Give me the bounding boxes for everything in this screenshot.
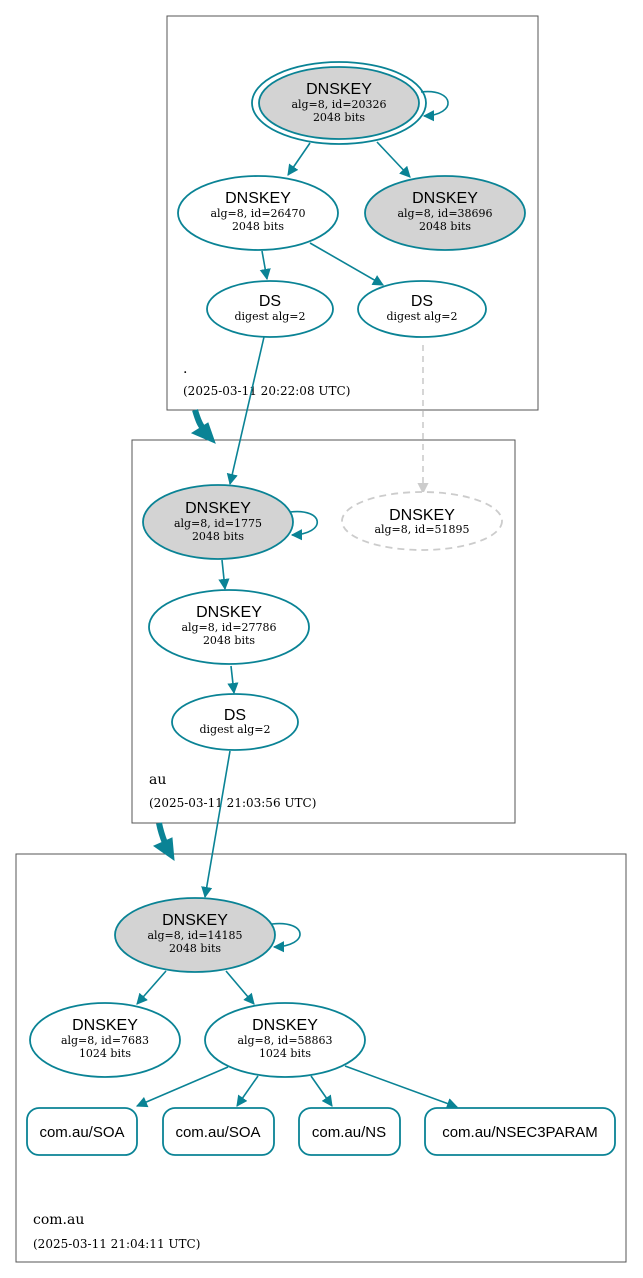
edge-comau-ksk-zsk2	[225, 970, 255, 1005]
rrset-soa-1-label: com.au/SOA	[39, 1124, 124, 1141]
zone-root-timestamp: (2025-03-11 20:22:08 UTC)	[183, 384, 350, 398]
node-comau-zsk1-title: DNSKEY	[72, 1017, 138, 1034]
zone-root-box	[166, 15, 539, 411]
node-comau-ksk[interactable]: DNSKEY alg=8, id=14185 2048 bits	[114, 897, 276, 973]
edge-comau-zsk2-ns	[310, 1075, 333, 1107]
edge-comau-ksk-self	[271, 922, 301, 953]
node-root-ksk-alg: alg=8, id=20326	[291, 98, 386, 111]
node-au-ds-digest: digest alg=2	[199, 723, 270, 736]
node-au-zsk-bits: 2048 bits	[203, 634, 255, 647]
rrset-soa-1[interactable]: com.au/SOA	[26, 1107, 138, 1156]
node-au-zsk-title: DNSKEY	[196, 604, 262, 621]
zone-au-name: au	[149, 772, 166, 788]
zone-root-name: .	[183, 361, 187, 377]
rrset-ns[interactable]: com.au/NS	[298, 1107, 401, 1156]
node-root-ksk[interactable]: DNSKEY alg=8, id=20326 2048 bits	[251, 61, 427, 145]
zone-au-box	[131, 439, 516, 824]
edge-root-ksk-k2	[376, 141, 411, 178]
node-comau-ksk-bits: 2048 bits	[169, 942, 221, 955]
node-comau-zsk2-alg: alg=8, id=58863	[237, 1034, 332, 1047]
zone-comau-box	[15, 853, 627, 1263]
edge-root-ksk-zsk	[287, 142, 311, 176]
rrset-soa-2[interactable]: com.au/SOA	[162, 1107, 275, 1156]
node-comau-zsk2-bits: 1024 bits	[259, 1047, 311, 1060]
zone-comau-name: com.au	[33, 1212, 84, 1228]
node-au-ksk-alg: alg=8, id=1775	[174, 517, 262, 530]
delegation-root-to-au	[190, 409, 216, 444]
node-comau-zsk1[interactable]: DNSKEY alg=8, id=7683 1024 bits	[29, 1002, 181, 1078]
edge-au-ksk-self	[289, 510, 319, 541]
edge-root-ksk-self	[420, 90, 449, 122]
node-root-zsk[interactable]: DNSKEY alg=8, id=26470 2048 bits	[177, 175, 339, 251]
node-au-zsk-alg: alg=8, id=27786	[181, 621, 276, 634]
node-root-zsk-alg: alg=8, id=26470	[210, 207, 305, 220]
node-root-zsk-bits: 2048 bits	[232, 220, 284, 233]
rrset-ns-label: com.au/NS	[312, 1124, 386, 1141]
node-root-zsk-title: DNSKEY	[225, 190, 291, 207]
node-au-missing-dnskey[interactable]: DNSKEY alg=8, id=51895	[341, 491, 503, 551]
node-root-k2[interactable]: DNSKEY alg=8, id=38696 2048 bits	[364, 175, 526, 251]
node-root-ksk-bits: 2048 bits	[313, 111, 365, 124]
node-au-missing-alg: alg=8, id=51895	[374, 523, 469, 536]
edges	[135, 90, 459, 1109]
node-root-ds1-digest: digest alg=2	[234, 310, 305, 323]
edge-comau-ksk-zsk1	[136, 970, 167, 1005]
node-root-ds2-title: DS	[411, 293, 433, 310]
edge-au-ksk-zsk	[218, 559, 230, 591]
node-comau-ksk-title: DNSKEY	[162, 912, 228, 929]
edge-comau-zsk2-nsec3param	[344, 1065, 459, 1109]
node-au-ksk-title: DNSKEY	[185, 500, 251, 517]
edge-comau-zsk2-soa2	[236, 1075, 259, 1107]
node-au-ds[interactable]: DS digest alg=2	[171, 693, 299, 751]
edge-au-zsk-ds	[227, 665, 239, 695]
rrset-soa-2-label: com.au/SOA	[175, 1124, 260, 1141]
node-comau-zsk2-title: DNSKEY	[252, 1017, 318, 1034]
node-comau-zsk1-alg: alg=8, id=7683	[61, 1034, 149, 1047]
edge-root-zsk-ds2	[309, 242, 384, 286]
node-au-missing-title: DNSKEY	[389, 507, 455, 524]
node-root-ds2[interactable]: DS digest alg=2	[357, 280, 487, 338]
node-root-k2-alg: alg=8, id=38696	[397, 207, 492, 220]
node-root-ksk-title: DNSKEY	[306, 81, 372, 98]
node-root-ds1[interactable]: DS digest alg=2	[206, 280, 334, 338]
edge-root-ds1-au-ksk	[226, 336, 265, 486]
node-root-k2-bits: 2048 bits	[419, 220, 471, 233]
delegation-au-to-comau	[152, 822, 175, 862]
rrset-nsec3param-label: com.au/NSEC3PARAM	[442, 1124, 598, 1141]
node-root-ds2-digest: digest alg=2	[386, 310, 457, 323]
zone-comau: com.au (2025-03-11 21:04:11 UTC)	[15, 853, 627, 1263]
node-comau-zsk1-bits: 1024 bits	[79, 1047, 131, 1060]
node-comau-ksk-alg: alg=8, id=14185	[147, 929, 242, 942]
zone-au-timestamp: (2025-03-11 21:03:56 UTC)	[149, 796, 316, 810]
zone-root: . (2025-03-11 20:22:08 UTC)	[166, 15, 539, 411]
edge-au-ds-comau-ksk	[201, 750, 231, 899]
zone-au: au (2025-03-11 21:03:56 UTC)	[131, 439, 516, 824]
node-root-ds1-title: DS	[259, 293, 281, 310]
rrset-nsec3param[interactable]: com.au/NSEC3PARAM	[424, 1107, 616, 1156]
node-comau-zsk2[interactable]: DNSKEY alg=8, id=58863 1024 bits	[204, 1002, 366, 1078]
node-au-ds-title: DS	[224, 707, 246, 724]
node-au-ksk-bits: 2048 bits	[192, 530, 244, 543]
node-au-ksk[interactable]: DNSKEY alg=8, id=1775 2048 bits	[142, 484, 294, 560]
edge-comau-zsk2-soa1	[135, 1066, 229, 1108]
zone-comau-timestamp: (2025-03-11 21:04:11 UTC)	[33, 1237, 200, 1251]
node-root-k2-title: DNSKEY	[412, 190, 478, 207]
node-au-zsk[interactable]: DNSKEY alg=8, id=27786 2048 bits	[148, 589, 310, 665]
edge-root-zsk-ds1	[259, 250, 271, 281]
